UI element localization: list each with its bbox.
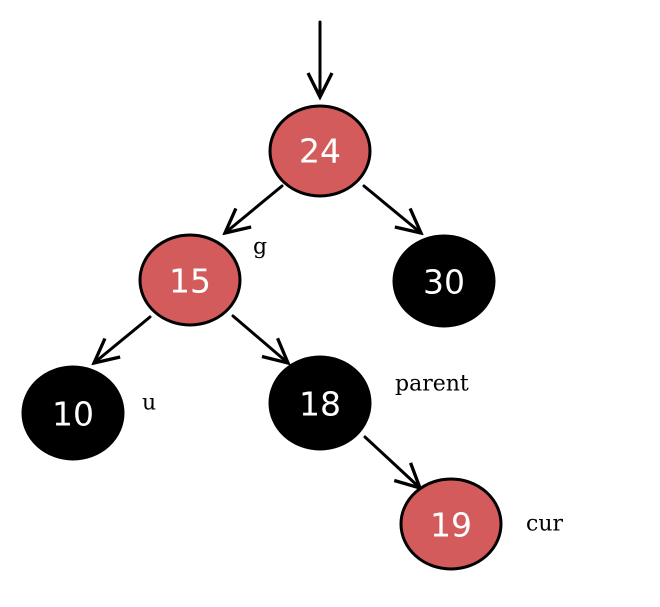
edge-15-to-18 (231, 314, 288, 363)
node-18-circle (268, 355, 372, 451)
edge-15-to-10 (94, 315, 152, 363)
node-18-label: 18 (299, 385, 341, 424)
edge-24-to-30 (362, 184, 421, 233)
tag-u: u (142, 391, 156, 416)
tree-node-30: 30 (392, 234, 496, 328)
tree-node-10: 10 (21, 365, 125, 461)
node-19-label: 19 (430, 506, 472, 545)
node-10-label: 10 (52, 395, 94, 434)
tag-g: g (253, 235, 267, 260)
edge-24-to-15 (225, 184, 284, 233)
node-15-circle (138, 233, 242, 327)
tree-node-19: 19 (399, 477, 503, 571)
tag-parent: parent (395, 372, 469, 397)
tree-node-18: 18 (268, 355, 372, 451)
node-10-circle (21, 365, 125, 461)
tree-node-24: 24 (268, 104, 372, 198)
tree-node-15: 15 (138, 233, 242, 327)
tag-cur: cur (526, 512, 563, 537)
node-24-circle (268, 104, 372, 198)
node-30-circle (392, 234, 496, 328)
node-19-circle (399, 477, 503, 571)
node-15-label: 15 (169, 262, 211, 301)
edge-18-to-19 (363, 435, 420, 488)
node-30-label: 30 (423, 263, 465, 302)
node-24-label: 24 (299, 132, 341, 171)
